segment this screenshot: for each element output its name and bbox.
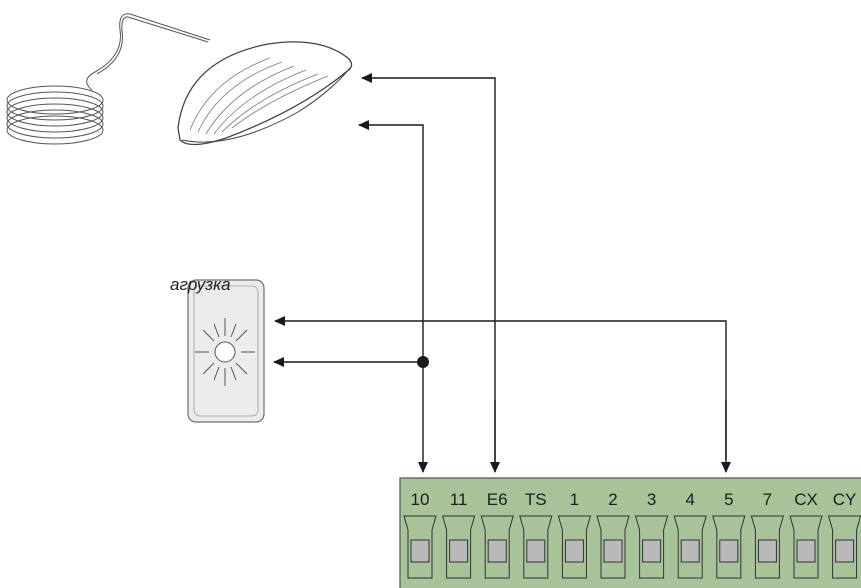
flashing-lamp-icon [187,279,265,423]
terminal-ts: TS [519,490,553,579]
terminal-slot [719,539,739,563]
terminal-label: CX [794,490,818,509]
terminal-label: E6 [487,490,508,509]
terminal-slot [449,539,469,563]
terminal-slot [796,539,816,563]
terminal-slot [642,539,662,563]
junction-dot [417,356,429,368]
terminal-slot [410,539,430,563]
terminal-label: 3 [647,490,656,509]
caption-label: агрузка [170,275,231,294]
terminal-label: 11 [450,490,468,509]
terminal-10: 10 [403,490,437,579]
terminal-3: 3 [634,490,669,579]
terminal-11: 11 [441,490,476,579]
terminal-4: 4 [673,490,707,579]
terminal-block-body [399,477,861,588]
terminal-slot [835,539,855,563]
terminal-2: 2 [596,490,630,579]
terminal-slot [757,539,777,563]
terminal-slot [564,539,584,563]
terminal-7: 7 [750,490,785,579]
terminal-label: TS [525,490,547,509]
terminal-cy: CY [827,490,861,579]
wire-10-to-sensor [358,120,424,360]
terminal-slot [487,539,507,563]
terminal-label: 4 [685,490,694,509]
wire-e6-to-sensor [361,73,496,462]
terminal-label: 2 [608,490,617,509]
terminal-cx: CX [789,490,823,579]
terminal-5: 5 [712,490,746,579]
coil-antenna-icon [6,13,211,145]
terminal-label: 1 [570,490,579,509]
terminal-label: CY [833,490,857,509]
terminal-slot [680,539,700,563]
wire-5-to-lamp [274,316,727,460]
terminal-block: 10 11 E6 TS 1 2 3 4 5 7 CX CY [399,477,861,588]
terminal-slot [526,539,546,563]
terminal-label: 7 [763,490,772,509]
sensor-housing-icon [177,41,353,146]
terminal-label: 10 [411,490,430,509]
terminal-1: 1 [557,490,592,579]
terminal-e6: E6 [480,490,514,579]
terminal-slot [603,539,623,563]
terminal-label: 5 [724,490,733,509]
